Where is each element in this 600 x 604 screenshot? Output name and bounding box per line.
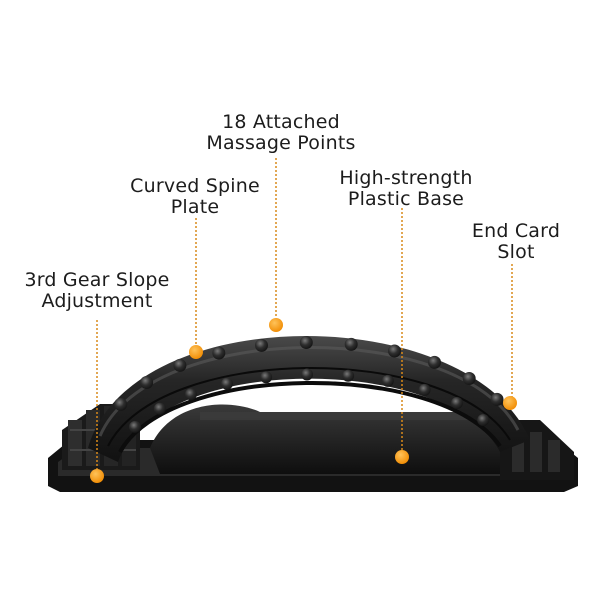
callout-dot-slot bbox=[503, 396, 517, 410]
massage-knob bbox=[381, 374, 394, 387]
callout-plate-line1: Curved Spine bbox=[130, 175, 260, 197]
massage-knob bbox=[490, 392, 504, 406]
massage-knob bbox=[462, 372, 476, 385]
callout-points-line2: Massage Points bbox=[206, 132, 356, 154]
callout-points-label: 18 Attached Massage Points bbox=[196, 112, 366, 154]
massage-knob bbox=[342, 369, 355, 382]
callout-base-label: High-strength Plastic Base bbox=[326, 168, 486, 210]
callout-slot-line1: End Card bbox=[471, 220, 561, 242]
callout-slot-line2: Slot bbox=[497, 241, 535, 263]
massage-knob bbox=[140, 376, 154, 389]
massage-knob bbox=[173, 358, 187, 372]
massage-knob bbox=[153, 402, 166, 415]
massage-knob bbox=[450, 397, 463, 409]
callout-lines bbox=[96, 158, 513, 475]
callout-slope-label: 3rd Gear Slope Adjustment bbox=[18, 270, 176, 312]
massage-knob bbox=[301, 368, 313, 381]
callout-slope-line1: 3rd Gear Slope bbox=[24, 269, 170, 291]
callout-dot-base bbox=[395, 450, 409, 464]
massage-knob bbox=[428, 355, 441, 369]
massage-knob bbox=[184, 388, 197, 401]
callout-dot-plate bbox=[189, 345, 203, 359]
massage-knob bbox=[129, 420, 141, 433]
massage-points bbox=[114, 336, 504, 433]
callout-base-line2: Plastic Base bbox=[347, 188, 465, 210]
callout-slot-label: End Card Slot bbox=[458, 221, 574, 263]
callout-dots bbox=[90, 318, 517, 483]
callout-plate-line2: Plate bbox=[170, 196, 220, 218]
massage-knob bbox=[220, 377, 233, 390]
massage-knob bbox=[344, 337, 358, 351]
massage-knob bbox=[212, 346, 226, 360]
callout-dot-slope bbox=[90, 469, 104, 483]
massage-knob bbox=[255, 338, 268, 352]
callout-slope-line2: Adjustment bbox=[41, 290, 153, 312]
massage-knob bbox=[418, 383, 431, 396]
massage-knob bbox=[114, 397, 128, 411]
callout-dot-points bbox=[269, 318, 283, 332]
callout-base-line1: High-strength bbox=[339, 167, 473, 189]
massage-knob bbox=[388, 344, 401, 358]
plastic-base bbox=[48, 404, 578, 492]
massage-knob bbox=[299, 336, 313, 349]
massage-knob bbox=[477, 414, 490, 426]
massage-knob bbox=[260, 371, 273, 384]
callout-points-line1: 18 Attached bbox=[222, 111, 340, 133]
callout-plate-label: Curved Spine Plate bbox=[120, 176, 270, 218]
